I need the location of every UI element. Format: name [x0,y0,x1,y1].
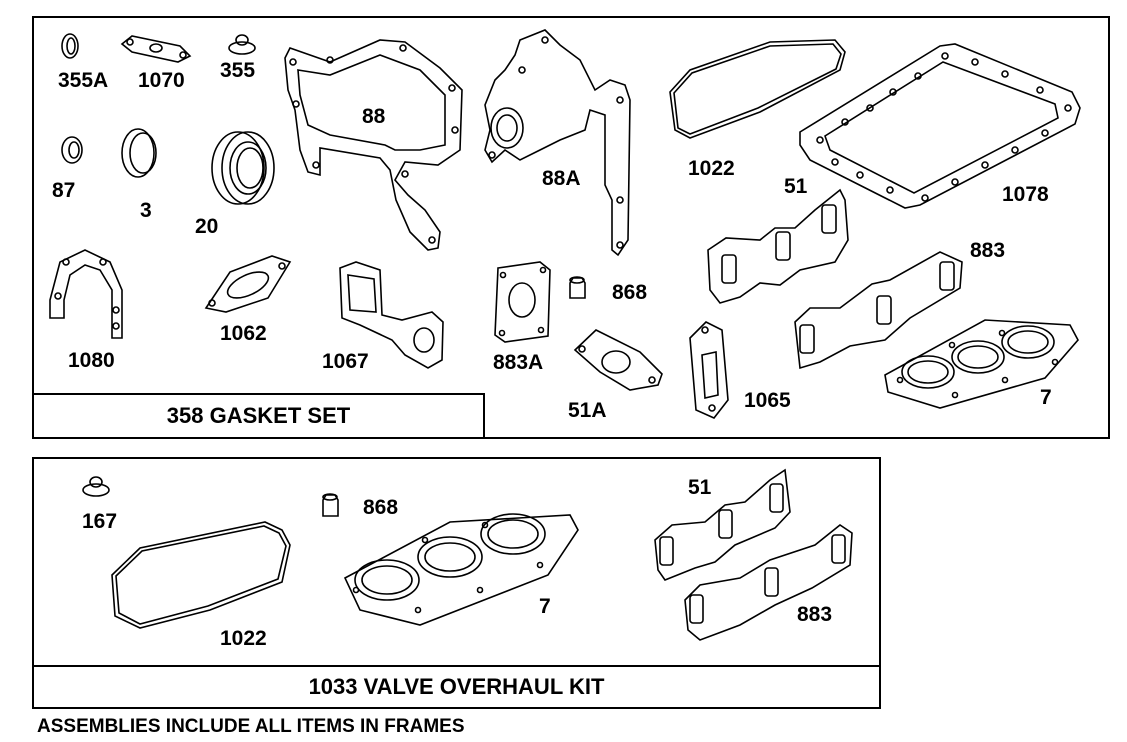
label-1070: 1070 [138,69,185,92]
part-1080-drawing [49,249,123,339]
label-355: 355 [220,59,256,82]
part-1065-drawing [689,321,729,419]
part-1070-drawing [120,35,192,63]
label-87: 87 [52,179,76,202]
label-88a: 88A [542,167,581,190]
kit-label-167: 167 [82,510,118,533]
part-87-drawing [61,136,83,164]
kit-label-51: 51 [688,476,712,499]
part-1022-drawing [669,39,846,139]
part-20-drawing [211,131,275,205]
part-355a-drawing [61,33,79,59]
label-20: 20 [195,215,219,238]
part-7-drawing [884,319,1079,409]
part-1067-drawing [339,261,444,369]
part-88-drawing [284,39,463,251]
kit-part-167-drawing [82,476,110,497]
label-51a: 51A [568,399,607,422]
kit-part-7-drawing [343,513,579,626]
label-7: 7 [1040,386,1052,409]
gasket-set-frame [32,16,1110,439]
valve-kit-title: 1033 VALVE OVERHAUL KIT [32,665,881,709]
kit-label-883: 883 [797,603,833,626]
gasket-set-title: 358 GASKET SET [32,393,485,439]
part-51a-drawing [573,329,663,391]
part-3-drawing [121,128,157,178]
part-868-drawing [569,276,586,299]
label-1067: 1067 [322,350,369,373]
part-883a-drawing [494,261,551,343]
part-51-drawing [707,188,849,304]
label-1062: 1062 [220,322,267,345]
label-1065: 1065 [744,389,791,412]
kit-label-1022: 1022 [220,627,267,650]
label-3: 3 [140,199,152,222]
label-1080: 1080 [68,349,115,372]
kit-part-883-drawing [684,524,853,641]
label-51: 51 [784,175,808,198]
part-883-drawing [794,251,963,370]
label-88: 88 [362,105,386,128]
part-1062-drawing [204,255,292,313]
kit-label-868: 868 [363,496,399,519]
label-883a: 883A [493,351,544,374]
footer-note: ASSEMBLIES INCLUDE ALL ITEMS IN FRAMES [37,716,465,737]
kit-part-1022-drawing [111,521,291,629]
part-1078-drawing [799,43,1081,209]
label-355a: 355A [58,69,109,92]
label-868: 868 [612,281,648,304]
label-1022: 1022 [688,157,735,180]
part-88a-drawing [484,29,631,257]
kit-label-7: 7 [539,595,551,618]
kit-part-51-drawing [654,468,791,581]
kit-part-868-drawing [322,493,339,517]
label-1078: 1078 [1002,183,1049,206]
part-355-drawing [228,34,256,55]
label-883: 883 [970,239,1006,262]
